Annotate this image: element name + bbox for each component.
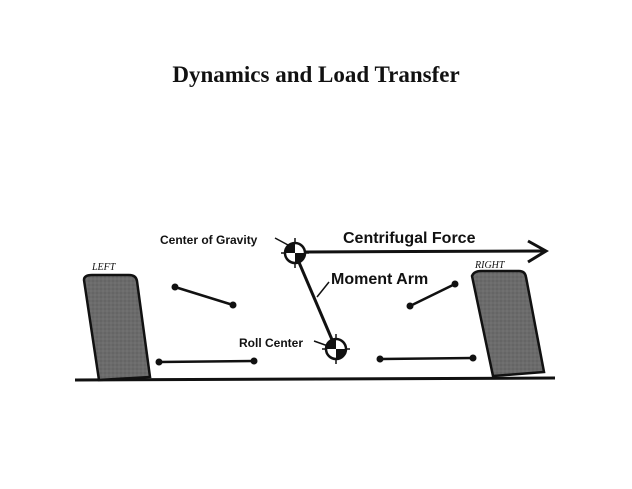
right-tire-label: RIGHT: [474, 260, 506, 271]
left-lower-arm: [155, 357, 258, 366]
left-tire-label: LEFT: [91, 262, 117, 273]
centrifugal-force-arrow: [305, 239, 549, 264]
centrifugal-force-label: Centrifugal Force: [343, 230, 476, 247]
center-of-gravity-symbol: [281, 238, 309, 268]
roll-center-symbol: [322, 334, 350, 364]
roll-center-leader: [313, 340, 329, 347]
right-tire: [470, 269, 546, 378]
moment-arm-label: Moment Arm: [331, 271, 428, 288]
right-upper-arm: [406, 280, 459, 310]
roll-center-label: Roll Center: [239, 336, 303, 350]
left-tire: [82, 273, 152, 382]
left-upper-arm: [171, 283, 237, 309]
moment-arm-line: [293, 252, 338, 350]
center-of-gravity-leader: [274, 237, 289, 246]
right-lower-arm: [376, 354, 477, 363]
ground-line: [74, 376, 556, 382]
center-of-gravity-label: Center of Gravity: [160, 233, 258, 247]
moment-arm-leader: [316, 281, 330, 298]
slide-title: Dynamics and Load Transfer: [172, 62, 460, 87]
